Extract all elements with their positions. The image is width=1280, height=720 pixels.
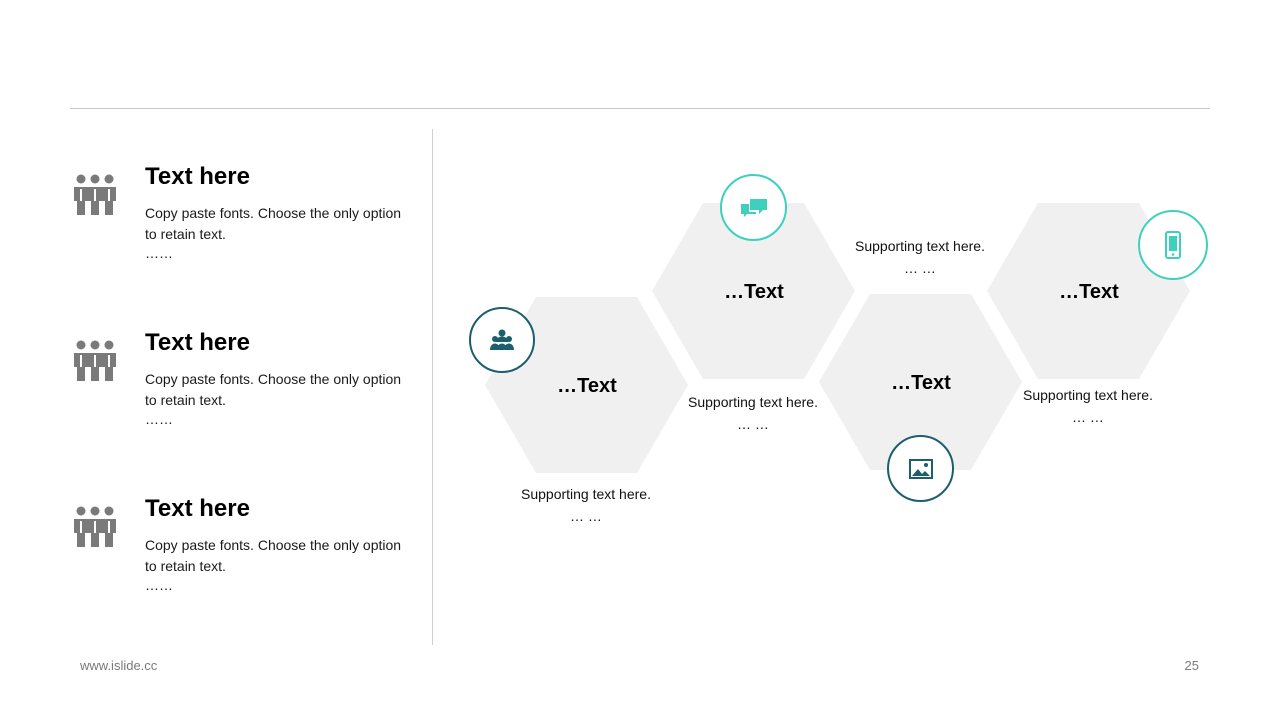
support-text: Supporting text here. <box>688 394 818 410</box>
support-text: Supporting text here. <box>521 486 651 502</box>
footer-website: www.islide.cc <box>80 658 158 673</box>
item-body: Copy paste fonts. Choose the only option… <box>145 537 402 574</box>
people-group-icon <box>74 340 116 381</box>
item-body: Copy paste fonts. Choose the only option… <box>145 371 402 408</box>
chat-bubbles-icon <box>740 198 767 217</box>
icon-badge-phone <box>1138 210 1208 280</box>
people-group-icon <box>74 506 116 547</box>
hexagon-2 <box>652 203 855 379</box>
icon-badge-users <box>469 307 535 373</box>
item-ellipsis: …… <box>145 245 173 261</box>
hexagon-4-label: …Text <box>1059 281 1119 303</box>
item-body: Copy paste fonts. Choose the only option… <box>145 205 402 242</box>
support-ellipsis: … … <box>1072 409 1104 425</box>
item-title: Text here <box>145 495 250 522</box>
smartphone-icon <box>1165 231 1181 259</box>
people-group-icon <box>74 174 116 215</box>
users-icon <box>490 329 514 350</box>
item-ellipsis: …… <box>145 411 173 427</box>
support-text-3: Supporting text here. … … <box>835 235 1005 279</box>
hexagon-3-label: …Text <box>891 372 951 394</box>
hexagon-3 <box>819 294 1022 470</box>
icon-badge-image <box>887 435 954 502</box>
left-item-3: Text here Copy paste fonts. Choose the o… <box>70 495 410 615</box>
support-ellipsis: … … <box>737 416 769 432</box>
image-icon <box>908 458 933 479</box>
support-text-2: Supporting text here. … … <box>668 391 838 435</box>
hexagon-1-label: …Text <box>557 375 617 397</box>
item-title: Text here <box>145 163 250 190</box>
item-ellipsis: …… <box>145 577 173 593</box>
page-number: 25 <box>1184 658 1199 673</box>
support-ellipsis: … … <box>904 260 936 276</box>
left-item-2: Text here Copy paste fonts. Choose the o… <box>70 329 410 449</box>
top-divider <box>70 108 1210 109</box>
support-text: Supporting text here. <box>855 238 985 254</box>
support-ellipsis: … … <box>570 508 602 524</box>
left-item-1: Text here Copy paste fonts. Choose the o… <box>70 163 410 283</box>
item-title: Text here <box>145 329 250 356</box>
hexagon-1 <box>485 297 688 473</box>
support-text-1: Supporting text here. … … <box>501 483 671 527</box>
icon-badge-chat <box>720 174 787 241</box>
vertical-divider <box>432 129 433 645</box>
support-text: Supporting text here. <box>1023 387 1153 403</box>
hexagon-2-label: …Text <box>724 281 784 303</box>
support-text-4: Supporting text here. … … <box>1003 384 1173 428</box>
